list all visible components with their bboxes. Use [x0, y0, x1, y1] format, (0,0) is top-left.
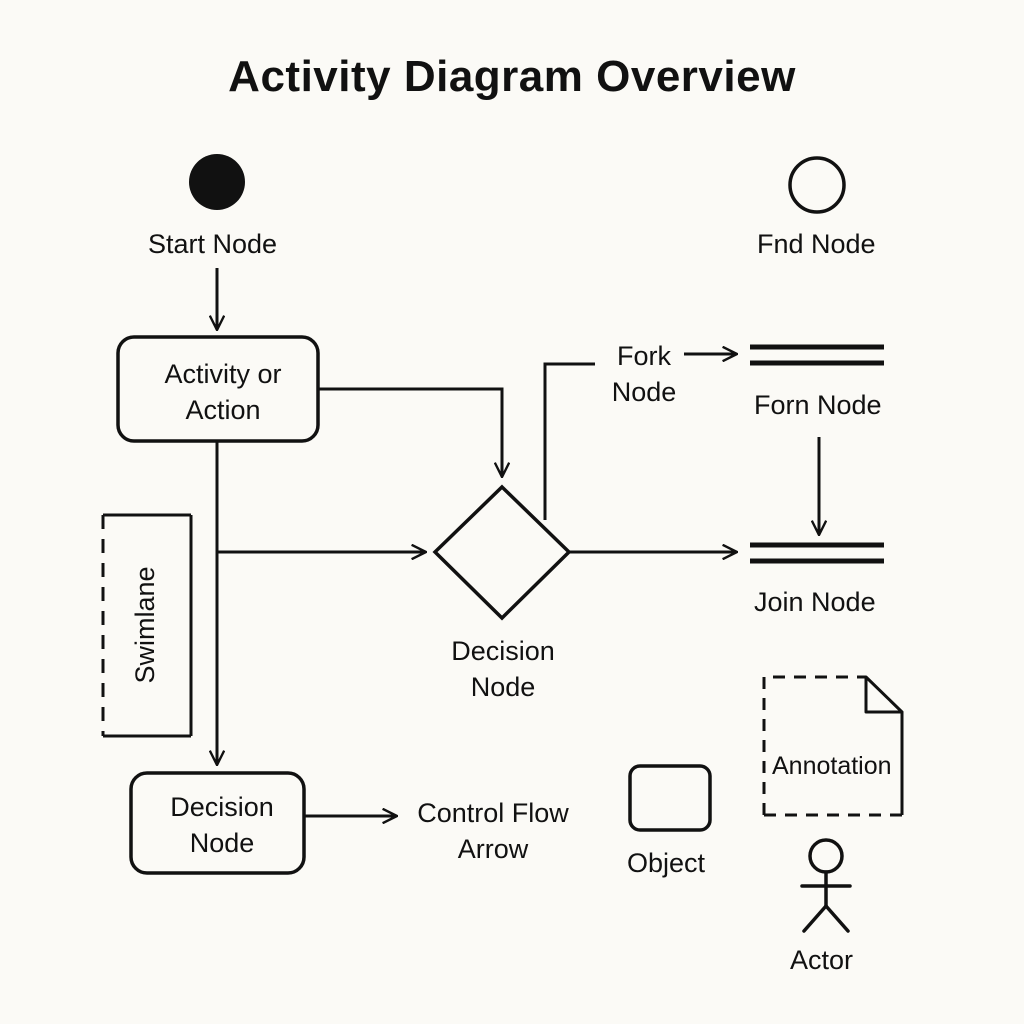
- start-node-circle: [189, 154, 245, 210]
- object-label: Object: [627, 848, 706, 878]
- annotation-note: [762, 675, 904, 817]
- object-box: [628, 764, 712, 832]
- flow-activity-to-decision: [318, 387, 502, 477]
- join-node-label: Join Node: [754, 587, 876, 617]
- flow-decision-to-fork-label: [543, 362, 595, 520]
- decision-node-line1: Decision: [451, 636, 555, 666]
- annotation-label: Annotation: [772, 752, 892, 780]
- fork-annotation-line1: Fork: [617, 341, 671, 371]
- activity-label-line2: Action: [185, 395, 261, 425]
- decision-box: [129, 771, 306, 875]
- decision-box-line2: Node: [189, 828, 255, 858]
- end-node-circle: [788, 156, 846, 214]
- actor-figure: [800, 838, 852, 933]
- decision-node-label: Decision Node: [432, 633, 574, 705]
- join-bar: [750, 542, 884, 564]
- end-node-label: Fnd Node: [757, 229, 876, 259]
- decision-box-line1: Decision: [170, 792, 274, 822]
- fork-annotation-line2: Node: [611, 377, 677, 407]
- swimlane-box: [101, 513, 193, 738]
- activity-label: Activity or Action: [118, 356, 328, 428]
- control-flow-line2: Arrow: [457, 834, 529, 864]
- decision-node-line2: Node: [470, 672, 536, 702]
- page-title: Activity Diagram Overview: [228, 52, 796, 101]
- actor-label: Actor: [790, 945, 854, 975]
- fork-bar: [750, 344, 884, 366]
- swimlane-label: Swimlane: [130, 566, 160, 684]
- decision-box-label: Decision Node: [131, 789, 313, 861]
- decision-diamond: [432, 484, 572, 621]
- start-node-label: Start Node: [148, 229, 278, 259]
- fork-node-label: Forn Node: [754, 390, 882, 420]
- control-flow-label: Control Flow Arrow: [404, 795, 582, 867]
- activity-label-line1: Activity or: [164, 359, 282, 389]
- fork-annotation-label: Fork Node: [600, 338, 688, 410]
- control-flow-line1: Control Flow: [417, 798, 569, 828]
